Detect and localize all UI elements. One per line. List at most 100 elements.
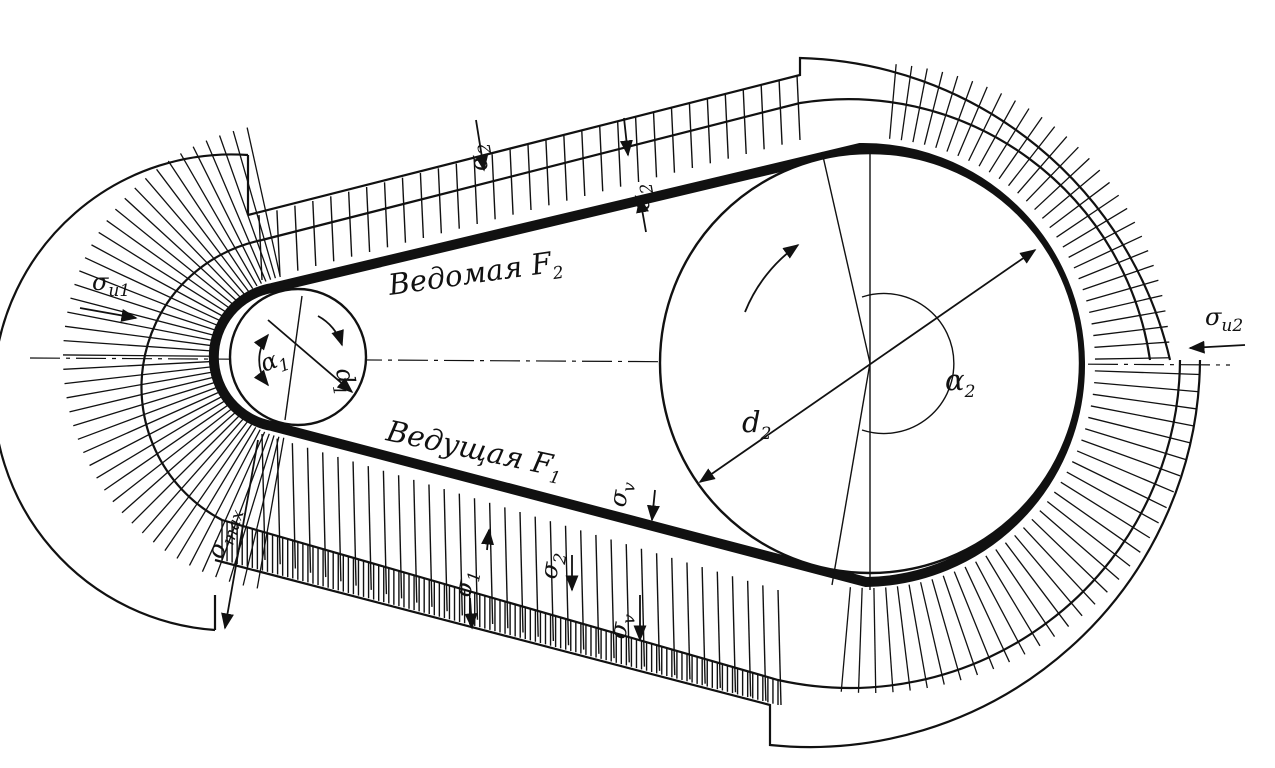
hatch-line	[397, 475, 403, 599]
radial-hatch-line	[74, 283, 221, 333]
radial-hatch-line	[953, 571, 995, 670]
hatch-line	[634, 116, 640, 183]
hatch-line	[401, 177, 407, 243]
radial-hatch-line	[1053, 491, 1141, 553]
radial-hatch-line	[1094, 341, 1170, 348]
radial-hatch-line	[1041, 169, 1101, 219]
radial-hatch-line	[201, 431, 266, 572]
sigma-f2-arrow-a	[475, 119, 489, 172]
hatch-line	[599, 126, 604, 192]
hatch-line	[428, 484, 433, 607]
radial-hatch-line	[218, 135, 272, 280]
radial-hatch-line	[114, 208, 235, 306]
label-d1: d1	[325, 366, 362, 398]
radial-hatch-line	[144, 177, 246, 296]
hatch-line	[581, 130, 586, 197]
radial-hatch-line	[840, 587, 852, 692]
upper-stress-band-inner	[261, 98, 1152, 361]
radial-hatch-line	[83, 389, 224, 454]
radial-hatch-line	[176, 426, 257, 559]
radial-hatch-line	[134, 187, 242, 299]
hatch-line	[294, 205, 299, 271]
radial-hatch-line	[888, 64, 897, 139]
radial-hatch-line	[1066, 471, 1159, 524]
hatch-line	[367, 466, 372, 590]
radial-hatch-line	[246, 127, 281, 278]
label-sigma-u2: σu2	[1205, 303, 1243, 336]
hatch-line	[534, 516, 539, 637]
label-sigma-2: σ2	[534, 549, 571, 582]
radial-hatch-line	[1078, 250, 1149, 280]
radial-hatch-line	[1031, 518, 1108, 593]
radial-hatch-line	[67, 311, 218, 342]
radial-hatch-line	[205, 140, 267, 282]
hatch-line	[610, 539, 615, 659]
sigma-u1-arrow	[79, 307, 138, 322]
radial-hatch-line	[1060, 481, 1151, 539]
radial-hatch-line	[256, 437, 285, 589]
hatch-line	[322, 452, 327, 578]
hatch-line	[746, 580, 752, 697]
radial-hatch-line	[242, 436, 280, 586]
radial-hatch-line	[112, 406, 234, 503]
radial-hatch-line	[1092, 393, 1197, 410]
hatch-line	[688, 102, 694, 169]
hatch-line	[312, 200, 317, 267]
radial-hatch-line	[63, 354, 217, 357]
hatch-line	[706, 98, 712, 164]
radial-hatch-line	[96, 398, 229, 479]
radial-hatch-line	[995, 549, 1056, 637]
hatch-line	[337, 456, 342, 582]
rotation-arrow-small	[317, 315, 344, 347]
radial-hatch-line	[1017, 136, 1068, 194]
hatch-line	[509, 149, 514, 215]
hatch-line	[352, 461, 357, 586]
label-sigma-f2-a: σ2	[462, 141, 499, 174]
hatch-line	[777, 589, 782, 706]
radial-hatch-line	[73, 380, 220, 427]
hatch-line	[686, 562, 691, 680]
radial-hatch-line	[957, 86, 988, 157]
radial-hatch-line	[1068, 221, 1136, 258]
d2-dimension-line	[698, 249, 1037, 483]
radial-hatch-line	[64, 325, 217, 347]
radial-hatch-line	[1089, 294, 1163, 314]
hatch-line	[437, 168, 443, 234]
label-sigma-u1: σu1	[92, 268, 130, 301]
radial-hatch-line	[935, 75, 959, 149]
radial-hatch-line	[1014, 534, 1083, 617]
lower-band-hatching	[221, 433, 782, 706]
hatch-line	[671, 557, 676, 676]
radial-hatch-line	[63, 360, 217, 370]
radial-hatch-line	[942, 575, 979, 676]
hatch-line	[716, 571, 721, 688]
hatch-line	[347, 191, 353, 257]
hatch-line	[527, 144, 532, 211]
label-sigma-v: σv	[603, 478, 640, 510]
hatch-line	[473, 158, 478, 225]
radial-hatch-line	[968, 93, 1003, 162]
hatch-line	[330, 196, 335, 262]
lower-stress-band-outline	[213, 359, 1202, 749]
sigma-1-arrow	[481, 528, 494, 551]
radial-hatch-line	[912, 68, 928, 143]
hatch-line	[655, 553, 661, 671]
hatch-line	[413, 479, 418, 603]
hatch-line	[276, 438, 281, 565]
sigma-f2-arrow-c	[636, 196, 649, 233]
hatch-line	[701, 567, 706, 684]
radial-hatch-line	[91, 244, 227, 319]
radial-hatch-line	[946, 80, 974, 152]
rotation-arrow-large	[744, 244, 800, 313]
radial-hatch-line	[84, 257, 224, 323]
sigma-max-arrow	[221, 439, 259, 630]
radial-hatch-line	[164, 424, 253, 552]
radial-hatch-line	[215, 433, 270, 578]
hatch-line	[595, 534, 600, 654]
radial-hatch-line	[975, 561, 1026, 655]
left-cap-inner	[140, 238, 263, 521]
radial-hatch-line	[131, 414, 241, 524]
radial-hatch-line	[1062, 207, 1128, 248]
radial-hatch-line	[1093, 325, 1168, 337]
